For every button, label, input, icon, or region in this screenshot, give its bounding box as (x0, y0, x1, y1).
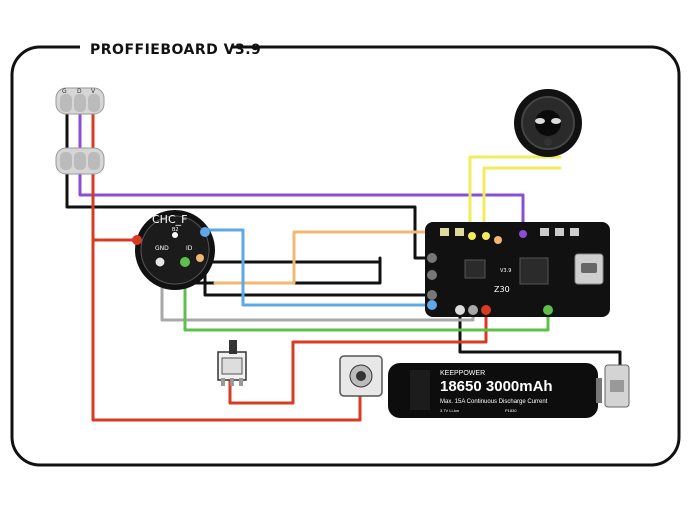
connector-pin-d: D (77, 88, 82, 95)
wire-black-battery-negative (458, 313, 622, 370)
wire-black-blade-ground-3 (203, 260, 434, 297)
blade-pad-green (180, 257, 190, 267)
wire-yellow-speaker-1 (468, 155, 562, 237)
battery-model: 18650 3000mAh (440, 378, 553, 395)
diagram-title: PROFFIEBOARD V3.9 (90, 42, 261, 58)
board-left-pads (427, 253, 437, 310)
wire-red-power (91, 108, 362, 422)
title-background (80, 38, 232, 58)
battery-small-right: P1830 (505, 408, 517, 413)
blade-pad-small (172, 232, 178, 238)
blade-pad-orange (196, 254, 204, 262)
wire-red-switch (228, 308, 488, 405)
blade-pad-red (132, 235, 142, 245)
board-top-pads (440, 228, 579, 244)
blade-pin-b2-label: B2 (172, 227, 179, 233)
three-pin-connector: G D V (55, 87, 105, 175)
connector-pin-v: V (91, 88, 96, 95)
blade-connector-label: CHC_F (152, 213, 187, 226)
proffieboard: Z30 V3.9 (425, 222, 610, 317)
blade-connector: CHC_F GND ID B2 (132, 210, 215, 290)
wire-yellow-speaker-2 (482, 166, 562, 237)
connector-pin-g: G (62, 88, 67, 95)
battery: KEEPPOWER 18650 3000mAh Max. 15A Continu… (388, 363, 602, 418)
speaker (514, 89, 582, 157)
blade-pad-blue (200, 227, 210, 237)
diagram-frame (10, 45, 681, 467)
battery-small-left: 3.7V Li-ion (440, 408, 459, 413)
wires (65, 108, 622, 422)
board-amp-chip (464, 259, 486, 279)
slide-switch[interactable] (217, 340, 247, 386)
recharge-port (339, 355, 383, 397)
battery-brand: KEEPPOWER (440, 370, 485, 377)
battery-spec: Max. 15A Continuous Discharge Current (440, 399, 548, 405)
battery-contact (604, 364, 630, 408)
blade-pin-gnd-label: GND (155, 245, 169, 252)
wire-green-blade (183, 263, 550, 332)
blade-pin-id-label: ID (186, 245, 193, 252)
blade-pad-gray (154, 256, 166, 268)
board-silk-main: Z30 (494, 285, 510, 294)
board-mcu-chip (519, 257, 549, 285)
board-silk-version: V3.9 (500, 268, 511, 274)
board-bottom-pads (455, 305, 553, 315)
wire-purple-data (78, 108, 525, 232)
wire-black-connector-ground (65, 108, 434, 260)
wire-blue-id (204, 228, 434, 307)
